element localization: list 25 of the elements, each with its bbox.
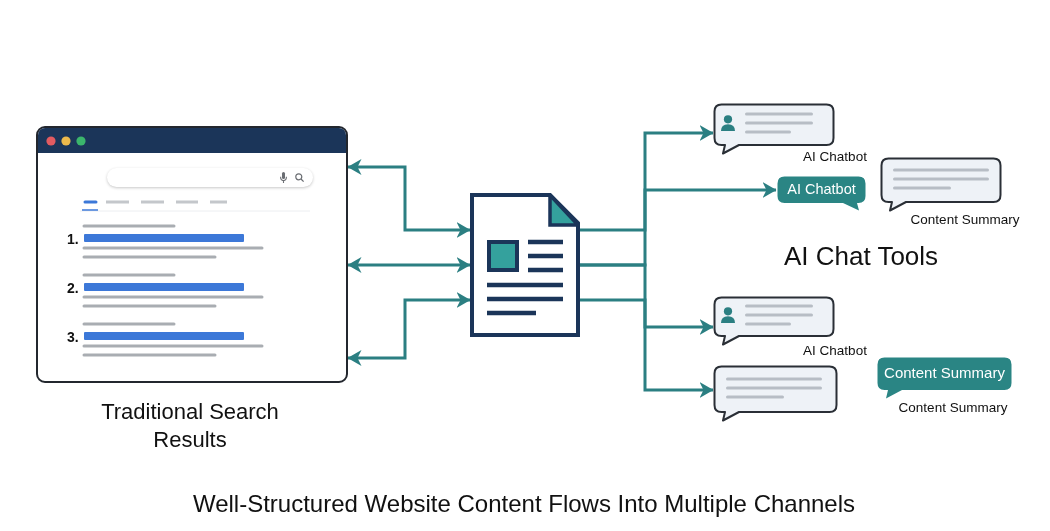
group-title: AI Chat Tools	[783, 241, 939, 273]
bubble-caption: AI Chatbot	[803, 342, 867, 360]
bubble-text: AI Chatbot	[787, 180, 856, 198]
bubble-text: Content Summary	[884, 364, 1005, 382]
browser-window	[36, 126, 348, 383]
arrow	[347, 159, 471, 238]
arrow	[347, 292, 471, 366]
list-number: 2.	[67, 280, 79, 296]
arrow	[580, 125, 714, 232]
bubble-caption: AI Chatbot	[803, 148, 867, 166]
bubble-caption: Content Summary	[910, 211, 1020, 229]
list-number: 1.	[67, 231, 79, 247]
chat-bubble	[876, 356, 1013, 400]
chat-bubble	[880, 157, 1002, 212]
bubble-caption: Content Summary	[898, 399, 1008, 417]
list-number: 3.	[67, 329, 79, 345]
caption: Well-Structured Website Content Flows Into Multiple Channels	[192, 489, 856, 519]
document-icon	[470, 193, 580, 337]
chat-bubble	[713, 296, 835, 346]
chat-bubble	[776, 175, 867, 212]
arrow	[580, 263, 714, 335]
chat-bubble	[713, 365, 838, 422]
browser-caption: Traditional Search Results	[100, 398, 280, 453]
arrow	[580, 298, 714, 398]
arrow	[347, 257, 471, 273]
